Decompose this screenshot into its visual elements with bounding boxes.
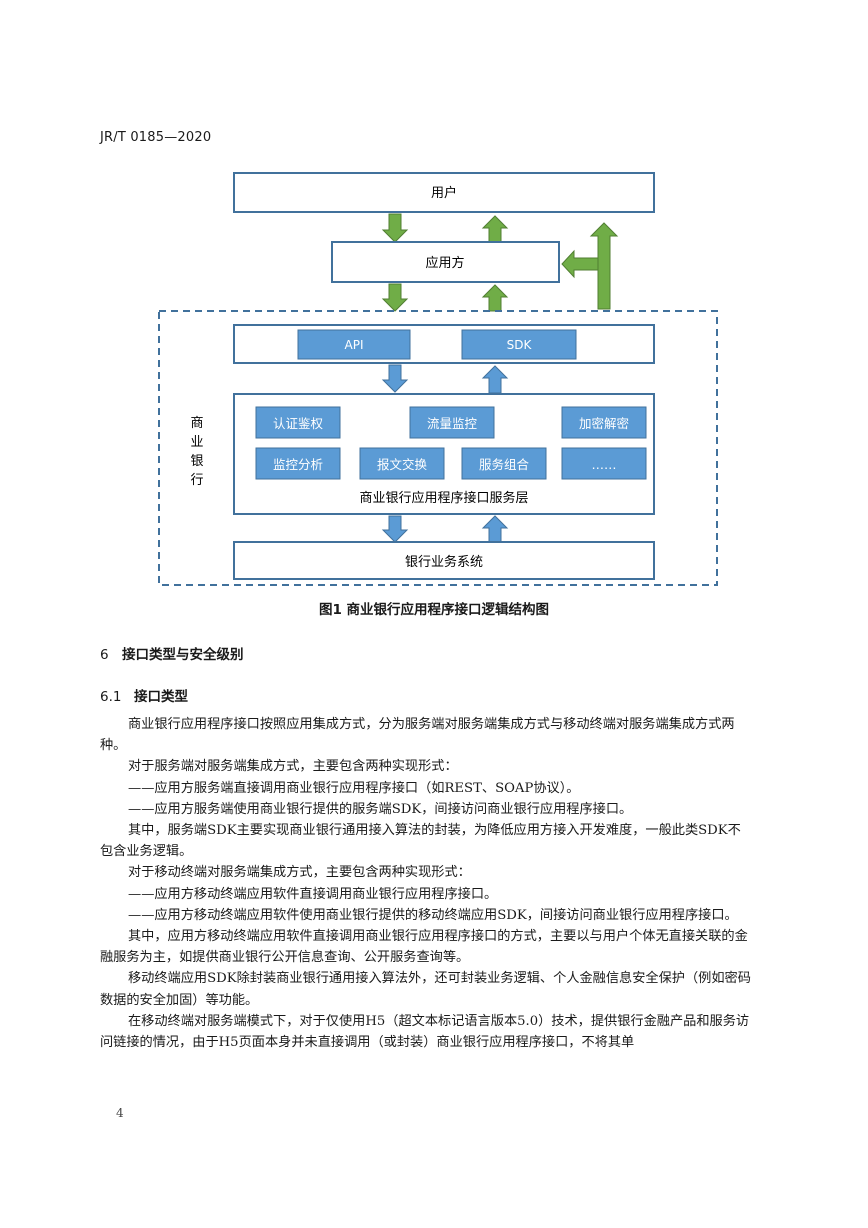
page-number: 4 — [116, 1106, 124, 1120]
paragraph: 移动终端应用SDK除封装商业银行通用接入算法外，还可封装业务逻辑、个人金融信息安… — [100, 971, 751, 1008]
bank-label-char: 银 — [190, 454, 203, 469]
down-arrow-icon — [381, 213, 409, 243]
module-crypto — [561, 406, 647, 439]
section-6-heading: 6 接口类型与安全级别 — [100, 643, 244, 663]
up-arrow-icon — [481, 515, 509, 543]
api-label: API — [345, 338, 364, 352]
up-arrow-icon — [481, 215, 509, 243]
bank-label-char: 业 — [190, 435, 203, 450]
bank-label-char: 商 — [190, 416, 203, 431]
module-label: 流量监控 — [427, 416, 478, 431]
up-arrow-icon — [481, 365, 509, 394]
sdk-block — [461, 329, 577, 360]
module-more — [561, 447, 647, 480]
down-arrow-icon — [381, 364, 409, 393]
standard-number: JR/T 0185—2020 — [100, 130, 212, 145]
architecture-diagram: 用户 应用方 商 业 银 行 API SDK 认证鉴权 流量监控 加密解密 监控… — [158, 172, 718, 586]
module-label: 报文交换 — [377, 457, 428, 472]
list-item: ——应用方移动终端应用软件直接调用商业银行应用程序接口。 — [128, 886, 498, 902]
module-auth — [255, 406, 341, 439]
paragraph: 在移动终端对服务端模式下，对于仅使用H5（超文本标记语言版本5.0）技术，提供银… — [100, 1013, 750, 1051]
direct-up-arrow-icon — [589, 222, 619, 310]
section-number: 6.1 — [100, 689, 122, 705]
paragraph: 其中，服务端SDK主要实现商业银行通用接入算法的封装，为降低应用方接入开发难度，… — [100, 823, 741, 860]
down-arrow-icon — [381, 515, 409, 543]
section-title: 接口类型与安全级别 — [122, 647, 244, 663]
list-item: ——应用方服务端使用商业银行提供的服务端SDK，间接访问商业银行应用程序接口。 — [128, 801, 633, 817]
service-layer-label: 商业银行应用程序接口服务层 — [359, 490, 528, 506]
bank-label-char: 行 — [190, 473, 203, 488]
app-box — [331, 241, 560, 283]
module-label: 监控分析 — [273, 457, 323, 472]
user-label: 用户 — [431, 185, 457, 201]
bank-system-box — [233, 541, 655, 580]
api-block — [297, 329, 411, 360]
list-item: ——应用方移动终端应用软件使用商业银行提供的移动终端应用SDK，间接访问商业银行… — [128, 907, 738, 923]
bank-system-label: 银行业务系统 — [405, 554, 483, 570]
module-label: 加密解密 — [579, 416, 629, 431]
figure-caption: 图1 商业银行应用程序接口逻辑结构图 — [318, 602, 550, 618]
access-layer-box — [233, 324, 655, 364]
module-label: …… — [592, 457, 617, 472]
section-title: 接口类型 — [134, 689, 188, 705]
module-compose — [461, 447, 547, 480]
module-message — [359, 447, 445, 480]
module-label: 认证鉴权 — [273, 416, 324, 431]
list-item: ——应用方服务端直接调用商业银行应用程序接口（如REST、SOAP协议）。 — [128, 780, 580, 796]
module-label: 服务组合 — [479, 457, 530, 472]
user-box — [233, 172, 655, 213]
left-arrow-icon — [561, 249, 599, 279]
app-label: 应用方 — [425, 255, 464, 271]
module-traffic — [409, 406, 495, 439]
section-6-1-heading: 6.1 接口类型 — [100, 685, 188, 705]
section-body: 商业银行应用程序接口按照应用集成方式，分为服务端对服务端集成方式与移动终端对服务… — [100, 714, 752, 1053]
down-arrow-icon — [381, 283, 409, 312]
section-number: 6 — [100, 647, 109, 663]
paragraph: 对于服务端对服务端集成方式，主要包含两种实现形式： — [128, 759, 458, 775]
bank-boundary — [158, 310, 718, 586]
up-arrow-icon — [481, 284, 509, 312]
module-monitor — [255, 447, 341, 480]
sdk-label: SDK — [507, 338, 533, 352]
paragraph: 商业银行应用程序接口按照应用集成方式，分为服务端对服务端集成方式与移动终端对服务… — [100, 717, 735, 754]
paragraph: 对于移动终端对服务端集成方式，主要包含两种实现形式： — [128, 865, 471, 881]
paragraph: 其中，应用方移动终端应用软件直接调用商业银行应用程序接口的方式，主要以与用户个体… — [100, 929, 748, 966]
